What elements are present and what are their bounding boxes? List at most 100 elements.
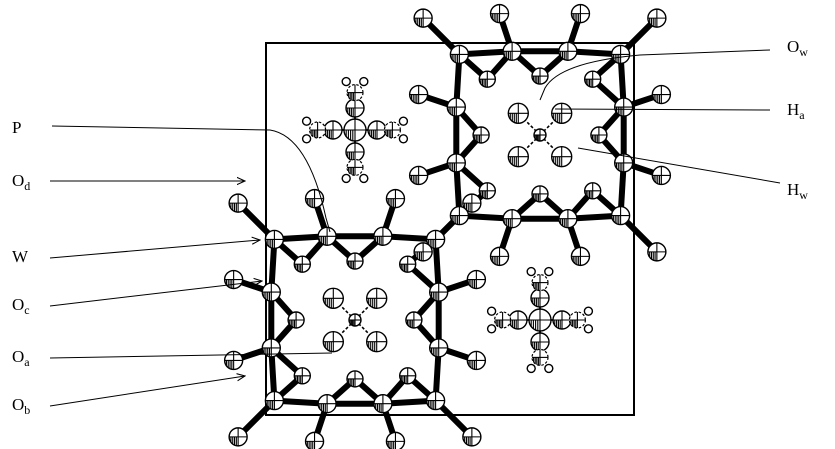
tungsten-atom — [610, 44, 631, 65]
pointer-Ob — [49, 376, 245, 407]
bridging-oxygen-atom — [399, 255, 417, 273]
hydrogen-atom — [486, 324, 497, 334]
terminal-oxygen-atom — [651, 84, 672, 105]
water-atom — [530, 288, 550, 308]
water-atom — [345, 142, 365, 162]
tungsten-atom — [373, 394, 393, 414]
terminal-oxygen-atom — [223, 269, 244, 290]
pointer-Oc — [49, 281, 262, 307]
hydrogen-atom — [341, 76, 351, 87]
oxygen-atom — [507, 102, 529, 125]
water-atom — [531, 274, 549, 292]
bridging-oxygen-atom — [405, 311, 423, 329]
tungsten-atom — [425, 390, 446, 411]
bridging-oxygen-atom — [346, 370, 364, 388]
bridging-oxygen-atom — [531, 185, 549, 203]
hydrogen-atom — [359, 76, 369, 87]
tungsten-atom — [449, 205, 470, 226]
hydrogen-atom — [398, 116, 409, 126]
tungsten-atom — [264, 229, 285, 250]
water-atom — [346, 83, 364, 102]
tungsten-atom — [429, 338, 449, 358]
terminal-oxygen-atom — [408, 165, 429, 186]
tungsten-atom — [446, 97, 466, 117]
tungsten-atom — [614, 97, 634, 117]
bridging-oxygen-atom — [472, 126, 490, 144]
label-Ob: Ob — [12, 395, 30, 417]
water-atom — [383, 121, 401, 139]
water-atom — [309, 121, 327, 139]
hydrogen-atom — [486, 306, 497, 316]
hydrogen-atom — [301, 116, 312, 126]
oxygen-atom — [507, 145, 529, 168]
bridging-oxygen-atom — [399, 367, 417, 385]
water-atom — [323, 120, 343, 140]
left-labels: P Od W Oc Oa Ob — [12, 118, 30, 417]
hydrogen-atom — [544, 363, 554, 374]
hydrogen-atom — [359, 173, 369, 184]
oxygen-atom — [551, 145, 573, 168]
terminal-oxygen-atom — [228, 427, 248, 447]
tungsten-atom — [502, 41, 522, 61]
atom-layer — [223, 3, 672, 449]
hydrogen-atom — [341, 173, 351, 184]
terminal-oxygen-atom — [570, 246, 591, 267]
water-atom — [367, 120, 387, 140]
oxygen-atom — [322, 287, 344, 309]
label-Oa: Oa — [12, 347, 30, 369]
terminal-oxygen-atom — [413, 242, 433, 262]
label-P: P — [12, 118, 21, 137]
water-atom — [552, 310, 572, 330]
bridging-oxygen-atom — [478, 70, 496, 88]
label-pointers — [49, 49, 781, 407]
water-atom — [494, 311, 512, 329]
pointer-Ow — [539, 49, 771, 101]
tungsten-atom — [429, 282, 449, 302]
label-Ha: Ha — [787, 100, 805, 122]
terminal-oxygen-atom — [462, 193, 482, 213]
bridging-oxygen-atom — [346, 252, 364, 270]
pointer-Oa — [49, 352, 333, 359]
phosphorus-atom — [348, 313, 362, 327]
pointer-Hw — [577, 147, 781, 184]
tungsten-atom — [317, 394, 337, 414]
terminal-oxygen-atom — [413, 8, 433, 28]
label-Oc: Oc — [12, 295, 30, 317]
tungsten-atom — [264, 390, 285, 411]
label-Ow: Ow — [787, 37, 808, 59]
water-atom — [345, 98, 365, 118]
oxygen-atom — [366, 331, 388, 353]
hydrogen-atom — [398, 134, 409, 144]
bridging-oxygen-atom — [531, 67, 549, 85]
terminal-oxygen-atom — [647, 242, 667, 262]
terminal-oxygen-atom — [466, 350, 487, 371]
water-atom — [343, 118, 367, 142]
terminal-oxygen-atom — [385, 188, 406, 209]
hydrogen-atom — [583, 324, 594, 334]
tungsten-atom — [558, 41, 578, 61]
tungsten-atom — [261, 282, 281, 302]
oxygen-atom — [366, 287, 388, 309]
phosphorus-atom — [533, 128, 547, 142]
terminal-oxygen-atom — [304, 188, 325, 209]
oxygen-atom — [551, 102, 573, 125]
label-Od: Od — [12, 171, 30, 193]
bridging-oxygen-atom — [293, 367, 311, 385]
hydrogen-atom — [544, 266, 554, 277]
terminal-oxygen-atom — [462, 427, 482, 447]
water-atom — [508, 310, 528, 330]
tungsten-atom — [558, 208, 578, 229]
tungsten-atom — [373, 226, 393, 247]
pointer-P — [51, 125, 331, 233]
hydrogen-atom — [526, 266, 536, 277]
terminal-oxygen-atom — [408, 84, 429, 105]
water-atom — [530, 332, 550, 352]
water-atom — [531, 348, 549, 366]
label-W: W — [12, 247, 29, 266]
oxygen-atom — [322, 331, 344, 353]
water-atom — [346, 158, 364, 176]
tungsten-atom — [449, 44, 470, 65]
terminal-oxygen-atom — [489, 3, 510, 24]
bridging-oxygen-atom — [478, 182, 496, 200]
